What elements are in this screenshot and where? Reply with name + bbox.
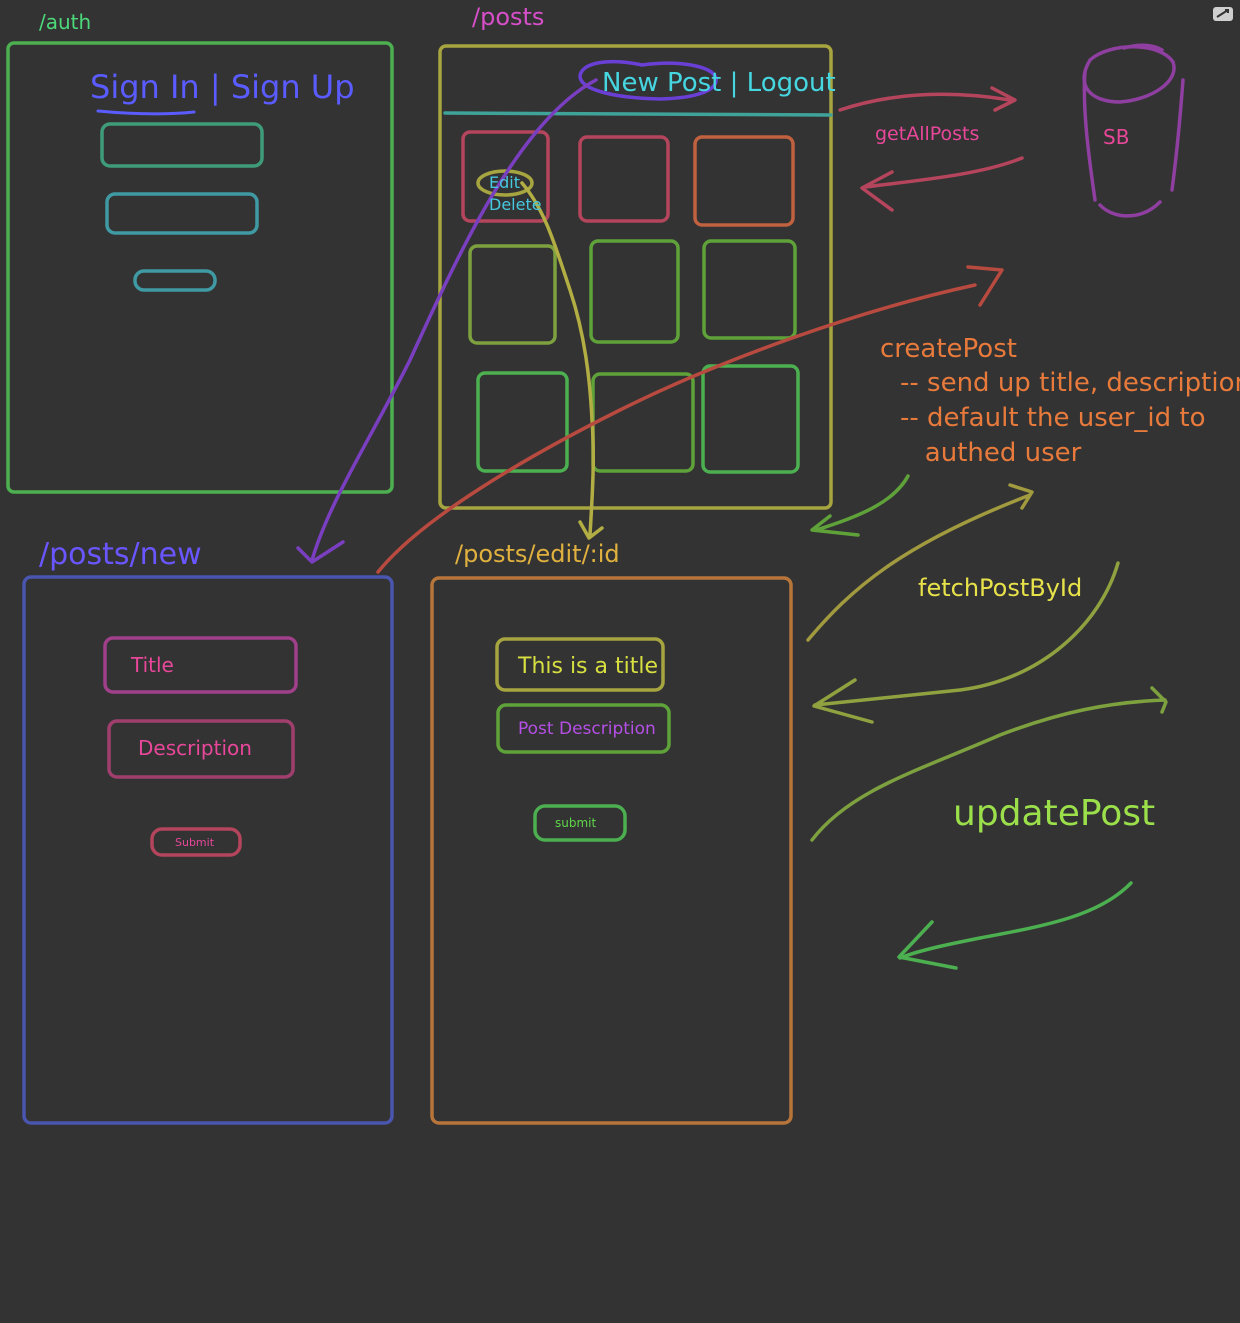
create-post-line: -- default the user_id to xyxy=(900,403,1206,433)
post-card-delete-label: Delete xyxy=(489,195,542,214)
get-all-posts-request-arrow xyxy=(838,86,1017,112)
update-post-label: updatePost xyxy=(953,793,1156,834)
database-label: SB xyxy=(1103,125,1130,149)
edit-highlight-circle xyxy=(476,169,534,197)
get-all-posts-response-arrow xyxy=(860,156,1024,212)
create-post-line: -- send up title, description xyxy=(900,368,1240,398)
edit-toggle-icon[interactable] xyxy=(1212,6,1234,22)
post-card xyxy=(589,239,680,344)
get-all-posts-label: getAllPosts xyxy=(875,123,980,145)
posts-new-route-label: /posts/new xyxy=(39,537,202,572)
posts-route-label: /posts xyxy=(472,3,545,31)
edit-submit-label: submit xyxy=(555,816,597,830)
post-card-edit-label: Edit xyxy=(489,173,520,192)
new-title-field xyxy=(103,636,298,694)
post-card xyxy=(701,364,800,474)
post-card xyxy=(591,372,695,473)
auth-nav-links: Sign In | Sign Up xyxy=(90,68,355,106)
posts-new-frame xyxy=(22,575,394,1125)
edit-description-value: Post Description xyxy=(518,719,656,739)
edit-submit-button xyxy=(533,804,627,842)
sign-in-underline xyxy=(96,109,196,116)
post-card xyxy=(693,135,795,227)
new-submit-button xyxy=(150,827,242,857)
database-cylinder-icon xyxy=(1082,43,1185,218)
auth-route-label: /auth xyxy=(39,10,92,34)
new-post-navigation-arrow xyxy=(296,78,598,564)
new-description-field xyxy=(107,719,295,779)
new-submit-label: Submit xyxy=(175,836,215,849)
posts-nav-links: New Post | Logout xyxy=(602,68,836,98)
fetch-post-request-arrow xyxy=(806,483,1034,642)
create-post-title: createPost xyxy=(880,334,1017,364)
edit-description-field xyxy=(496,703,671,754)
post-card xyxy=(468,244,557,345)
post-card xyxy=(476,371,569,473)
new-post-highlight-loop xyxy=(578,59,718,101)
posts-header-divider xyxy=(443,111,833,117)
auth-frame xyxy=(6,41,394,494)
new-title-label: Title xyxy=(131,653,174,677)
auth-password-field xyxy=(105,192,259,235)
edit-title-value: This is a title xyxy=(518,654,659,679)
update-post-response-arrow xyxy=(897,881,1133,970)
posts-frame xyxy=(438,44,833,510)
create-post-request-arrow xyxy=(376,265,1004,574)
edit-title-field xyxy=(495,637,665,692)
edit-navigation-arrow xyxy=(520,181,604,540)
fetch-post-response-arrow xyxy=(812,561,1120,724)
new-description-label: Description xyxy=(138,736,252,760)
create-post-response-arrow xyxy=(810,474,910,537)
posts-edit-route-label: /posts/edit/:id xyxy=(455,540,620,568)
post-card xyxy=(578,135,670,223)
post-card xyxy=(702,239,797,340)
fetch-post-by-id-label: fetchPostById xyxy=(918,574,1083,602)
auth-username-field xyxy=(100,122,264,168)
update-post-request-arrow xyxy=(810,686,1168,842)
posts-edit-frame xyxy=(430,576,793,1125)
create-post-line: authed user xyxy=(900,438,1082,468)
post-card xyxy=(461,130,550,223)
auth-submit-button xyxy=(133,269,217,292)
